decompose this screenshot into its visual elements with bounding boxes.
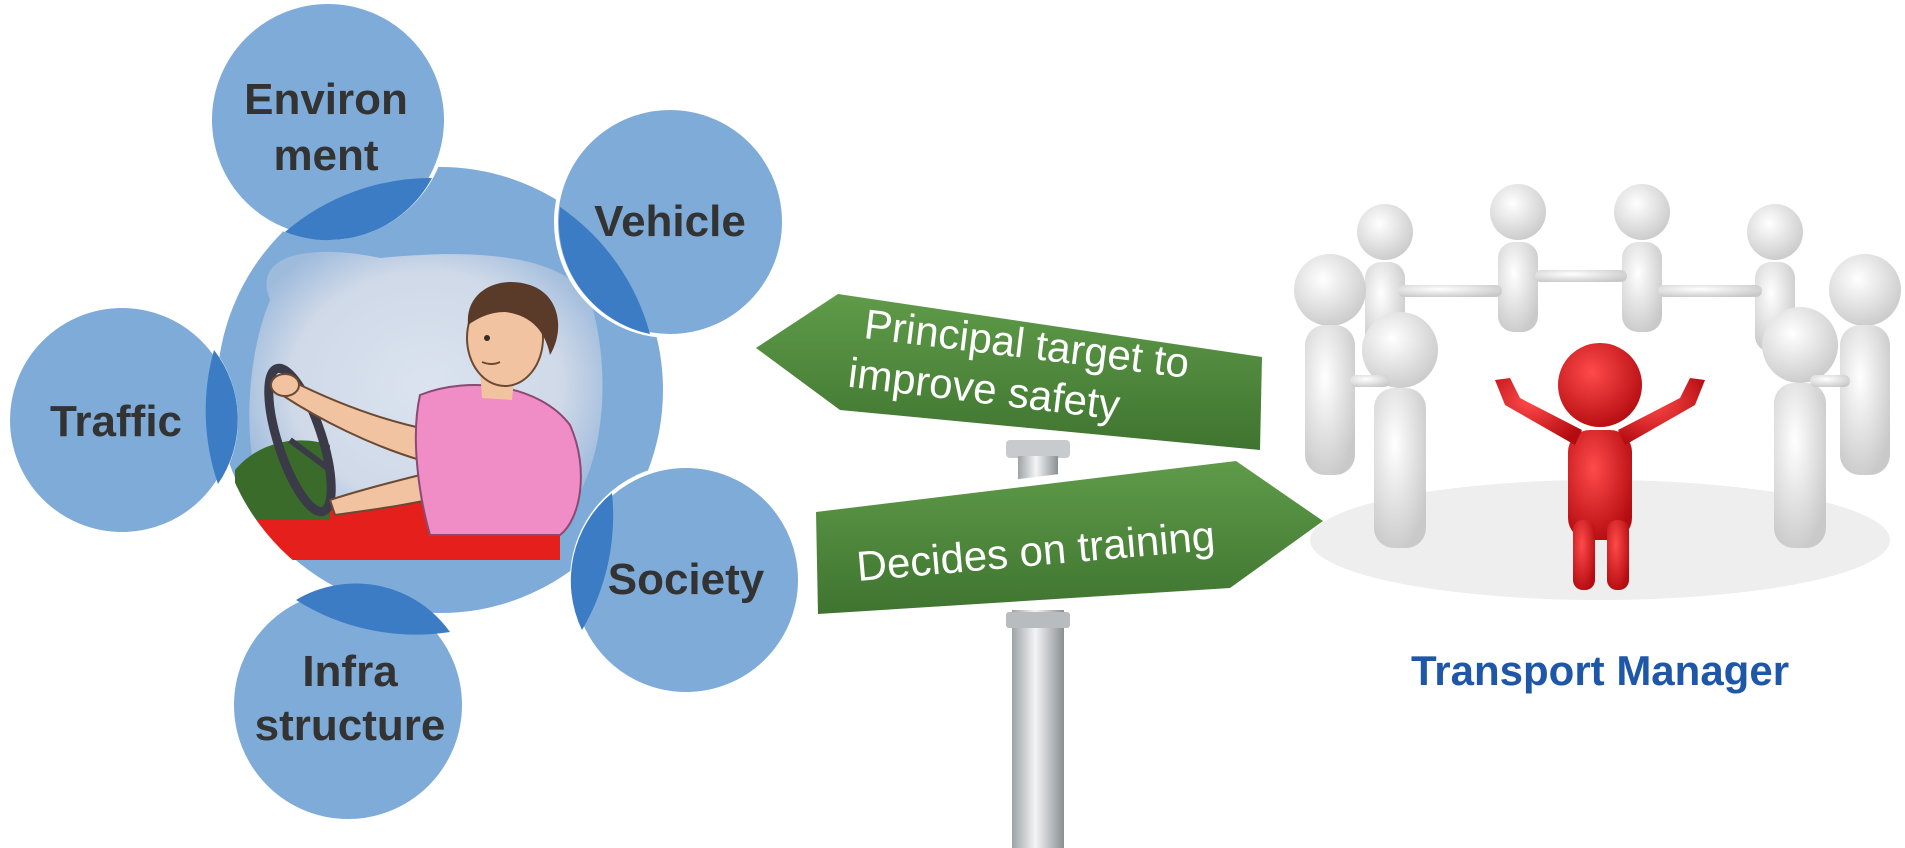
environment-label-line1: Environ	[244, 75, 408, 124]
red-leader-figure	[1495, 343, 1705, 590]
signpost-pole	[1012, 610, 1064, 848]
traffic-circle-group	[6, 304, 238, 536]
transport-manager-label: Transport Manager	[1411, 647, 1789, 694]
infrastructure-circle-group	[230, 583, 466, 823]
society-circle-group	[570, 464, 802, 696]
upper-sign: Principal target to improve safety	[745, 286, 1270, 458]
society-label: Society	[608, 555, 765, 604]
lower-sign: Decides on training	[808, 452, 1335, 622]
infrastructure-label-line1: Infra	[302, 647, 398, 696]
signpost: Principal target to improve safety Decid…	[745, 286, 1335, 848]
factor-cluster: Environ ment Vehicle Traffic Society Inf…	[6, 0, 802, 823]
environment-label-line2: ment	[273, 131, 378, 180]
vehicle-circle-group	[554, 106, 786, 338]
team-circle-illustration	[1294, 184, 1901, 600]
traffic-label: Traffic	[50, 397, 182, 446]
environment-circle-group	[208, 0, 448, 241]
vehicle-label: Vehicle	[594, 197, 746, 246]
driver-illustration	[235, 251, 603, 560]
infrastructure-label-line2: structure	[255, 701, 446, 750]
